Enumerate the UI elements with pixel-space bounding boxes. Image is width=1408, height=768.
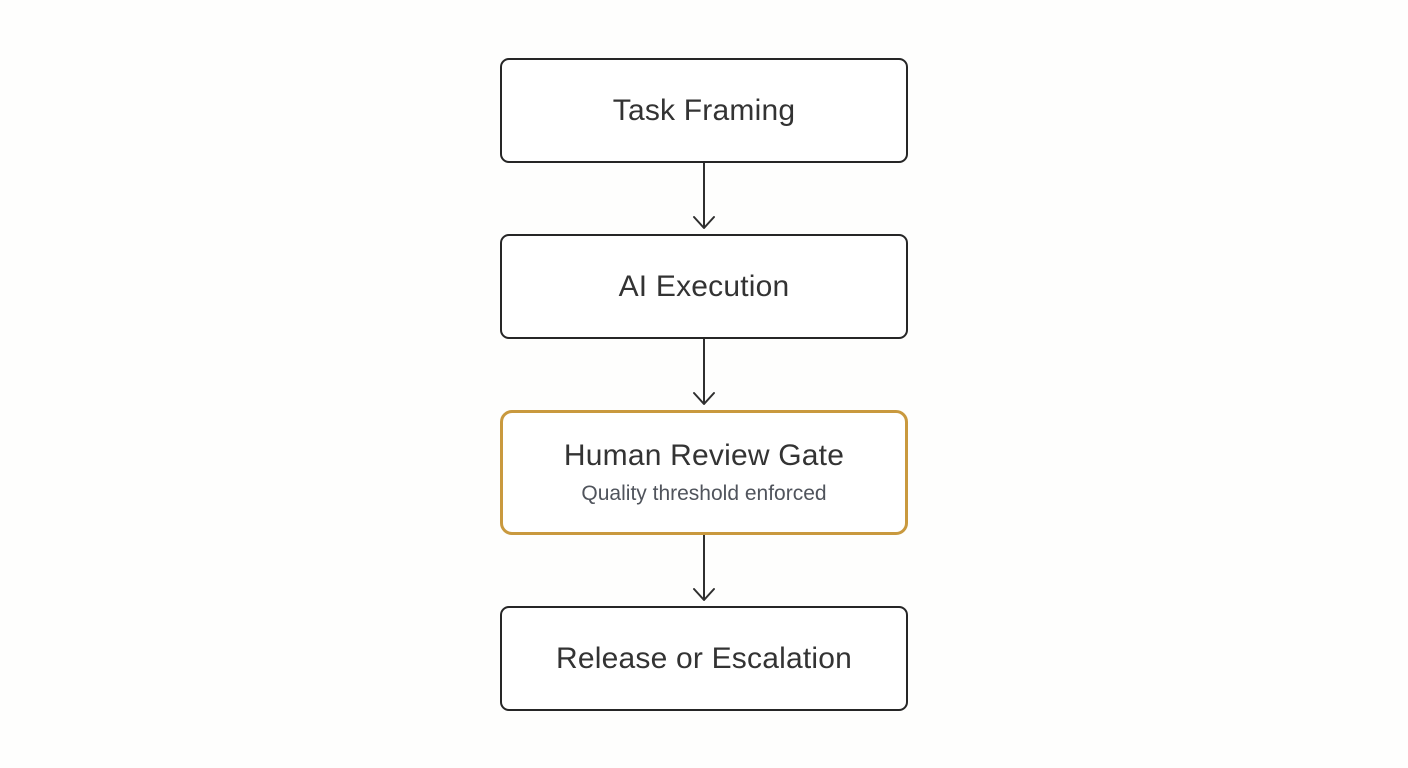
node-task-framing: Task Framing bbox=[500, 58, 908, 163]
node-release-or-escalation-label: Release or Escalation bbox=[555, 641, 853, 675]
arrow-down-icon bbox=[690, 535, 718, 606]
node-task-framing-label: Task Framing bbox=[612, 93, 796, 127]
node-release-or-escalation: Release or Escalation bbox=[500, 606, 908, 711]
node-human-review-gate-label: Human Review Gate bbox=[563, 439, 845, 473]
node-human-review-gate: Human Review Gate Quality threshold enfo… bbox=[500, 410, 908, 535]
arrow-down-icon bbox=[690, 339, 718, 410]
arrow-down-icon bbox=[690, 163, 718, 234]
node-ai-execution: AI Execution bbox=[500, 234, 908, 339]
node-human-review-gate-subtitle: Quality threshold enforced bbox=[581, 482, 827, 506]
node-ai-execution-label: AI Execution bbox=[618, 269, 790, 303]
